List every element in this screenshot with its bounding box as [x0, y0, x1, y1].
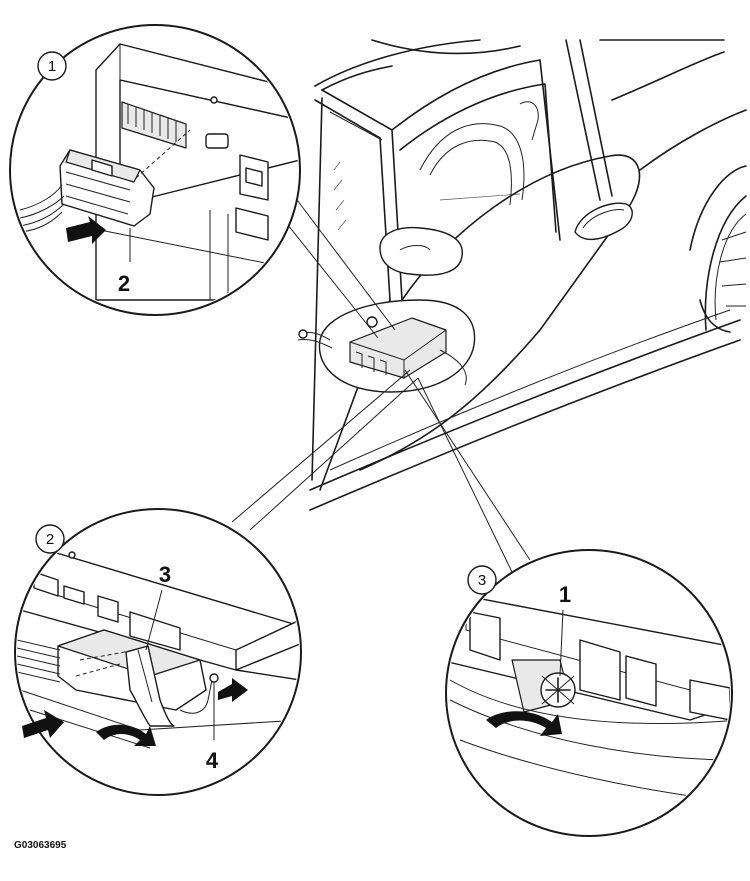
detail-1-connector: 1 2 — [9, 24, 301, 316]
detail-marker-1: 1 — [48, 58, 56, 75]
detail-2-wire-clip: 2 3 4 — [14, 508, 302, 796]
door-control-module — [297, 299, 476, 393]
car-body — [309, 39, 747, 511]
detail-3-screw: 3 1 — [445, 549, 733, 837]
callout-ground-wire: 4 — [206, 748, 219, 773]
callout-clip: 3 — [159, 562, 171, 587]
detail-marker-2: 2 — [46, 531, 54, 548]
callout-connector: 2 — [118, 271, 130, 296]
detail-marker-3: 3 — [478, 572, 486, 589]
callout-screw: 1 — [559, 582, 571, 607]
figure-code: G03063695 — [14, 840, 67, 851]
